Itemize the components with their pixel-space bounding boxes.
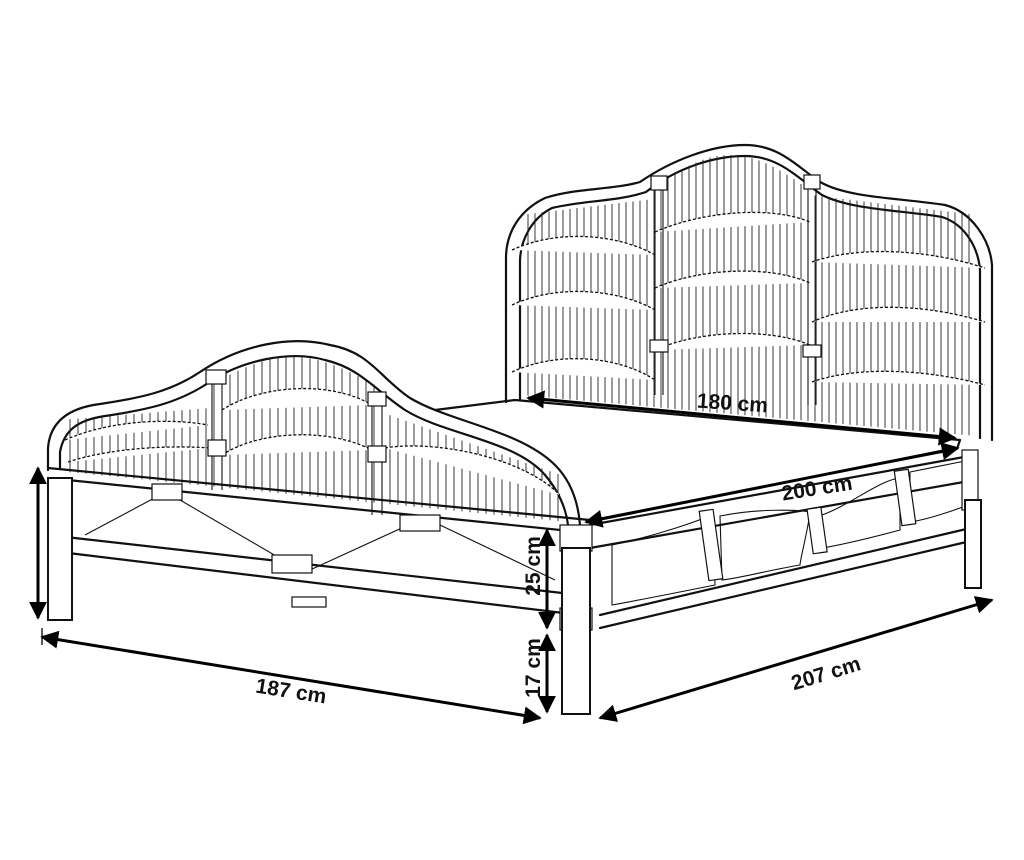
total-width-arrow [40,630,542,725]
headboard-width-arrow [526,390,957,446]
headboard-width-label: 180 cm [696,390,769,418]
headboard [504,143,994,442]
mattress-length-label: 200 cm [780,472,854,506]
leg-clearance-label: 17 cm [522,638,545,698]
side-rail [588,449,982,630]
total-width-label: 187 cm [254,675,328,709]
headboard-weave-3 [511,332,986,386]
front-rail [46,466,593,715]
mattress-length-arrow [584,442,960,528]
footboard [46,340,582,527]
mattress-surface [433,398,962,521]
headboard-weave-2 [511,270,986,323]
frame-height-label: 25 cm [522,536,545,596]
total-length-arrow [598,596,994,722]
headboard-weave-1 [511,211,986,269]
